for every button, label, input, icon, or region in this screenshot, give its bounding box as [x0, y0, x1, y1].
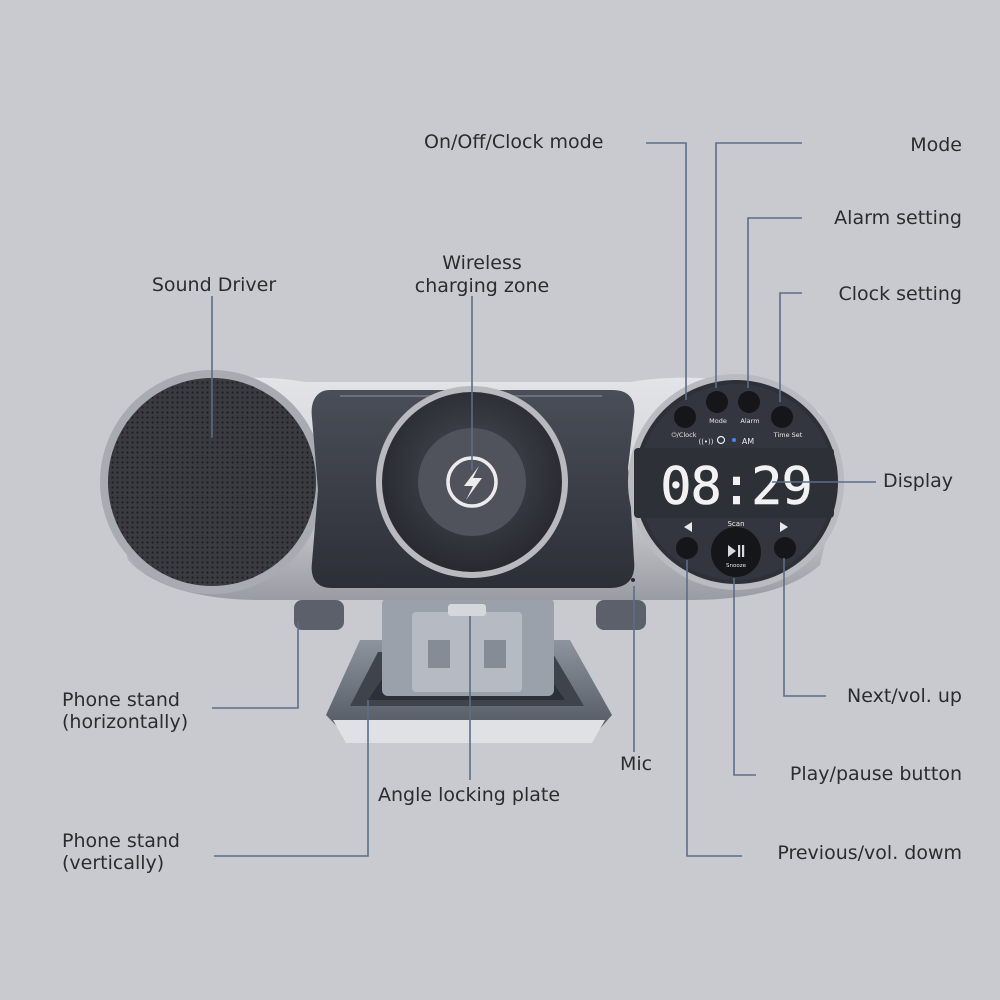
am-pm-indicator: AM: [742, 437, 754, 446]
leader-alarm: [747, 217, 802, 388]
wireless-charging-pad: [376, 386, 568, 578]
scan-label: Scan: [727, 520, 744, 528]
blue-indicator-icon: [732, 438, 736, 442]
previous-arrow-icon: [684, 522, 692, 532]
label-phone-stand-h-line1: Phone stand: [62, 689, 180, 711]
stand-plate: [382, 598, 554, 696]
status-icons: ((•)) AM: [698, 435, 754, 446]
next-arrow-icon: [780, 522, 788, 532]
alarm-status-icon: [716, 435, 726, 445]
label-mode: Mode: [910, 134, 962, 156]
label-on-off-clock-mode: On/Off/Clock mode: [424, 131, 604, 153]
time-display: 08:29: [660, 457, 812, 517]
next-button[interactable]: [774, 537, 796, 559]
leader-lines: [211, 142, 876, 857]
btn-timeset-label: Time Set: [773, 431, 803, 439]
clock-power-button[interactable]: [674, 406, 696, 428]
label-clock-setting: Clock setting: [838, 283, 962, 305]
play-pause-button[interactable]: [711, 527, 761, 577]
leader-on-off-clock: [646, 142, 687, 400]
label-previous-vol-down: Previous/vol. dowm: [777, 842, 962, 864]
mic-hole: [631, 578, 635, 582]
wireless-status-icon: ((•)): [698, 438, 713, 446]
label-phone-stand-v-line1: Phone stand: [62, 830, 180, 852]
btn-mode-label: Mode: [709, 417, 727, 425]
mode-button[interactable]: [706, 391, 728, 413]
leader-phone-stand-h: [212, 622, 299, 709]
right-foot: [596, 600, 646, 630]
btn-alarm-label: Alarm: [740, 417, 759, 425]
leader-clock-setting: [779, 292, 802, 402]
sound-driver-speaker: [100, 370, 324, 594]
previous-button[interactable]: [676, 537, 698, 559]
timeset-button[interactable]: [771, 406, 793, 428]
leader-previous: [686, 560, 742, 857]
label-display: Display: [883, 470, 954, 492]
label-phone-stand-h-line2: (horizontally): [62, 711, 189, 733]
leader-play-pause: [733, 578, 756, 776]
leader-mode: [715, 142, 802, 388]
label-alarm-setting: Alarm setting: [834, 207, 962, 229]
lightning-icon: [464, 466, 482, 500]
btn-clock-label: ⏻/Clock: [672, 431, 697, 439]
label-wireless-line2: charging zone: [414, 275, 550, 297]
pause-icon: [738, 545, 741, 557]
label-phone-stand-v-line2: (vertically): [62, 852, 165, 874]
label-next-vol-up: Next/vol. up: [847, 685, 962, 707]
label-sound-driver: Sound Driver: [151, 274, 277, 296]
left-foot: [294, 600, 344, 630]
leader-next: [783, 558, 826, 697]
label-wireless-line1: Wireless: [442, 252, 522, 274]
label-angle-locking-plate: Angle locking plate: [378, 784, 561, 806]
display-screen: [634, 448, 834, 518]
top-buttons: ⏻/Clock Mode Alarm Time Set: [672, 391, 803, 439]
label-mic: Mic: [620, 753, 653, 775]
leader-phone-stand-v: [214, 700, 369, 857]
alarm-button[interactable]: [738, 391, 760, 413]
label-play-pause: Play/pause button: [789, 763, 962, 785]
play-icon: [728, 545, 736, 557]
snooze-label: Snooze: [726, 563, 747, 569]
bottom-controls: Scan Snooze: [676, 520, 796, 577]
